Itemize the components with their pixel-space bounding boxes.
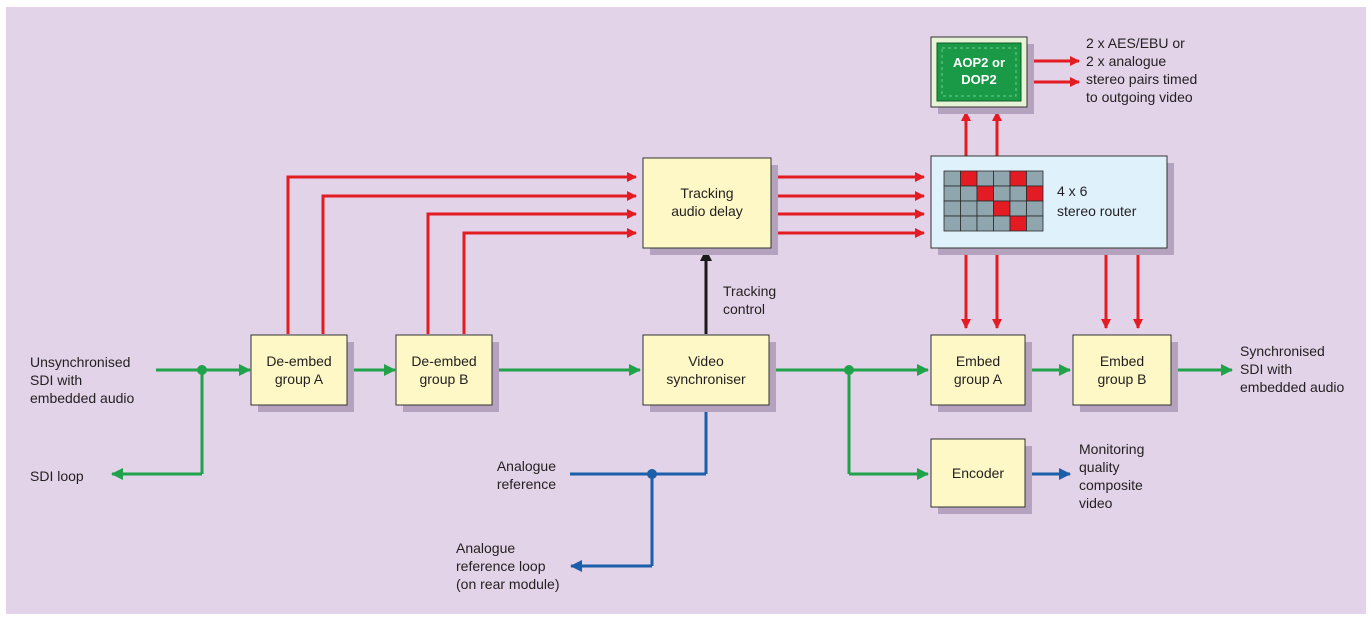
output-label: Synchronised SDI with embedded audio [1240, 343, 1345, 395]
router-crosspoint [1009, 185, 1027, 202]
deembed-a-line1: De-embed [266, 353, 331, 369]
svg-text:Synchronised: Synchronised [1240, 343, 1325, 359]
deembed-b-line1: De-embed [411, 353, 476, 369]
video-path [111, 364, 1233, 480]
video-sync-line1: Video [688, 353, 724, 369]
svg-text:reference loop: reference loop [456, 558, 546, 574]
svg-text:quality: quality [1079, 459, 1119, 475]
svg-text:SDI with: SDI with [1240, 361, 1292, 377]
router-crosspoint-active [960, 170, 978, 187]
svg-text:composite: composite [1079, 477, 1143, 493]
router-crosspoint [960, 215, 978, 232]
router-crosspoint [976, 170, 994, 187]
stereo-router-box: 4 x 6 stereo router [930, 155, 1174, 255]
audio-path [286, 56, 1143, 334]
embed-a-line1: Embed [956, 353, 1000, 369]
svg-text:stereo pairs timed: stereo pairs timed [1086, 71, 1197, 87]
svg-text:(on rear module): (on rear module) [456, 576, 560, 592]
router-crosspoint-active [1009, 170, 1027, 187]
tracking-audio-delay-box: Tracking audio delay [642, 157, 778, 255]
router-crosspoint [960, 200, 978, 217]
router-grid [943, 170, 1044, 232]
svg-text:video: video [1079, 495, 1113, 511]
svg-text:control: control [723, 301, 765, 317]
svg-text:Analogue: Analogue [497, 458, 556, 474]
router-crosspoint [1026, 215, 1044, 232]
video-synchroniser-box: Video synchroniser [642, 334, 776, 412]
sdi-loop-label: SDI loop [30, 468, 84, 484]
router-crosspoint [976, 215, 994, 232]
router-crosspoint [960, 185, 978, 202]
tracking-control-label: Tracking control [723, 283, 776, 317]
router-crosspoint [993, 215, 1011, 232]
encoder-label: Encoder [952, 465, 1004, 481]
deembed-a-line2: group A [275, 371, 324, 387]
svg-text:SDI with: SDI with [30, 372, 82, 388]
router-crosspoint [1009, 200, 1027, 217]
router-crosspoint-active [1026, 185, 1044, 202]
svg-text:Monitoring: Monitoring [1079, 441, 1144, 457]
svg-text:Analogue: Analogue [456, 540, 515, 556]
embed-b-line2: group B [1097, 371, 1146, 387]
monitoring-label: Monitoring quality composite video [1079, 441, 1144, 511]
audio-output-label: 2 x AES/EBU or 2 x analogue stereo pairs… [1086, 35, 1197, 105]
router-crosspoint-active [1009, 215, 1027, 232]
svg-text:reference: reference [497, 476, 556, 492]
svg-text:Unsynchronised: Unsynchronised [30, 354, 130, 370]
router-line2: stereo router [1057, 203, 1137, 219]
video-sync-line2: synchroniser [666, 371, 746, 387]
svg-text:to outgoing video: to outgoing video [1086, 89, 1193, 105]
router-crosspoint [1026, 170, 1044, 187]
analogue-reference-loop-label: Analogue reference loop (on rear module) [456, 540, 560, 592]
analogue-reference-label: Analogue reference [497, 458, 556, 492]
router-crosspoint [943, 185, 961, 202]
router-crosspoint-active [976, 185, 994, 202]
router-crosspoint-active [993, 200, 1011, 217]
router-crosspoint [976, 200, 994, 217]
router-line1: 4 x 6 [1057, 183, 1088, 199]
svg-text:Tracking: Tracking [723, 283, 776, 299]
router-crosspoint [993, 185, 1011, 202]
embed-group-b-box: Embed group B [1072, 334, 1178, 412]
router-crosspoint [1026, 200, 1044, 217]
embed-a-line2: group A [954, 371, 1003, 387]
deembed-group-b-box: De-embed group B [395, 334, 499, 412]
router-crosspoint [943, 215, 961, 232]
embed-b-line1: Embed [1100, 353, 1144, 369]
deembed-group-a-box: De-embed group A [250, 334, 354, 412]
card-line2: DOP2 [961, 72, 996, 87]
tracking-delay-line1: Tracking [680, 185, 733, 201]
tracking-delay-line2: audio delay [671, 203, 743, 219]
svg-text:embedded audio: embedded audio [1240, 379, 1345, 395]
embed-group-a-box: Embed group A [930, 334, 1032, 412]
card-line1: AOP2 or [953, 55, 1005, 70]
router-crosspoint [943, 200, 961, 217]
svg-text:embedded audio: embedded audio [30, 390, 135, 406]
deembed-b-line2: group B [419, 371, 468, 387]
input-label: Unsynchronised SDI with embedded audio [30, 354, 135, 406]
encoder-box: Encoder [930, 438, 1032, 514]
svg-text:2 x analogue: 2 x analogue [1086, 53, 1166, 69]
aop2-dop2-card: AOP2 or DOP2 [930, 36, 1034, 114]
reference-path [570, 406, 1071, 572]
router-crosspoint [943, 170, 961, 187]
router-crosspoint [993, 170, 1011, 187]
svg-text:2 x AES/EBU or: 2 x AES/EBU or [1086, 35, 1185, 51]
